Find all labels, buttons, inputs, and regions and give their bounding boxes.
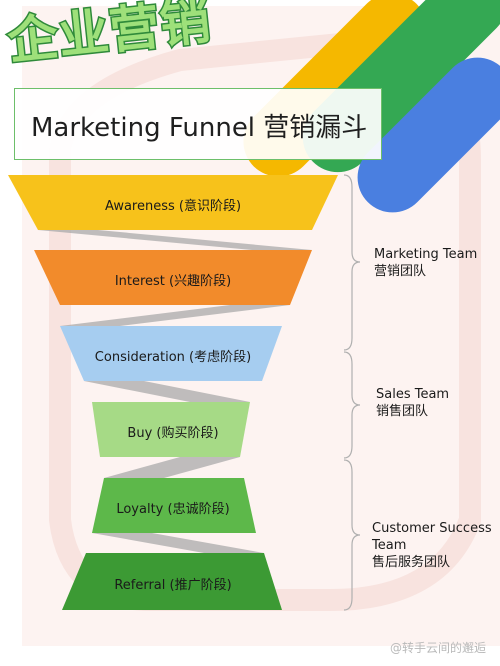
funnel-stage — [60, 326, 282, 381]
team-brace — [343, 459, 361, 611]
watermark: @转手云间的邂逅 — [389, 641, 486, 655]
blue-stripe-decoration — [357, 57, 500, 213]
team-label-line: Marketing Team — [374, 247, 478, 262]
funnel-stage — [92, 402, 250, 457]
team-brace — [343, 351, 361, 459]
team-label-line: Team — [372, 538, 407, 553]
funnel-stage-label: Referral (推广阶段) — [114, 577, 232, 593]
team-label-line: 营销团队 — [374, 264, 427, 279]
funnel-stage — [62, 553, 282, 610]
funnel-connector — [92, 533, 264, 553]
team-label-line: 销售团队 — [376, 404, 429, 419]
funnel-connector — [60, 305, 290, 326]
team-brace — [343, 174, 361, 351]
funnel-stage-label: Consideration (考虑阶段) — [94, 349, 252, 365]
funnel-stage-label: Awareness (意识阶段) — [104, 198, 242, 214]
funnel-stage-label: Loyalty (忠诚阶段) — [116, 501, 230, 517]
team-label-line: Sales Team — [376, 387, 450, 402]
page-title: Marketing Funnel 营销漏斗 — [31, 113, 368, 143]
funnel-stage — [92, 478, 256, 533]
funnel-stage — [8, 175, 338, 230]
funnel-stage-label: Interest (兴趣阶段) — [114, 273, 232, 289]
team-label-line: Customer Success — [372, 521, 492, 536]
funnel-connector — [104, 457, 240, 478]
title-box: Marketing Funnel 营销漏斗 — [14, 88, 382, 160]
team-label-line: 售后服务团队 — [372, 555, 451, 570]
team-label: Marketing Team 营销团队 — [374, 246, 477, 280]
funnel-connector — [84, 381, 250, 402]
funnel-stage-label: Buy (购买阶段) — [127, 425, 219, 441]
funnel-connector — [38, 230, 312, 250]
team-label: Sales Team 销售团队 — [376, 386, 449, 420]
funnel-stage — [34, 250, 312, 305]
